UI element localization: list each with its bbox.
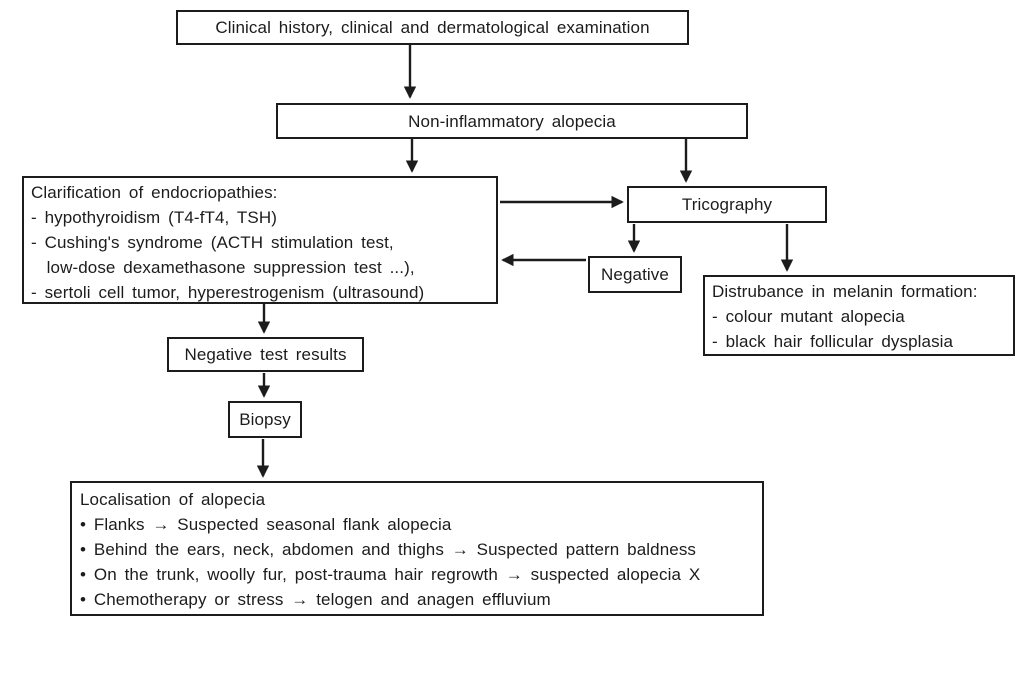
node-endocrinopathies-line: - Cushing's syndrome (ACTH stimulation t…	[31, 233, 394, 252]
node-clinical-history: Clinical history, clinical and dermatolo…	[176, 10, 689, 45]
node-endocrinopathies-line: low-dose dexamethasone suppression test …	[31, 258, 415, 277]
node-localisation-line: • Flanks → Suspected seasonal flank alop…	[80, 515, 452, 534]
node-tricography: Tricography	[627, 186, 827, 223]
node-endocrinopathies: Clarification of endocriopathies: - hypo…	[22, 176, 498, 304]
node-localisation-title: Localisation of alopecia	[80, 490, 266, 509]
node-clinical-history-label: Clinical history, clinical and dermatolo…	[215, 18, 650, 37]
node-non-inflammatory-alopecia: Non-inflammatory alopecia	[276, 103, 748, 139]
node-localisation-line: • Chemotherapy or stress → telogen and a…	[80, 590, 551, 609]
node-melanin-disturbance-line: - black hair follicular dysplasia	[712, 332, 954, 351]
node-endocrinopathies-line: - sertoli cell tumor, hyperestrogenism (…	[31, 283, 425, 302]
node-localisation-line: • On the trunk, woolly fur, post-trauma …	[80, 565, 701, 584]
node-localisation: Localisation of alopecia • Flanks → Susp…	[70, 481, 764, 616]
node-melanin-disturbance-line: - colour mutant alopecia	[712, 307, 905, 326]
node-melanin-disturbance-title: Distrubance in melanin formation:	[712, 282, 978, 301]
node-negative-test-results-label: Negative test results	[184, 345, 347, 364]
node-non-inflammatory-alopecia-label: Non-inflammatory alopecia	[408, 111, 616, 131]
node-melanin-disturbance: Distrubance in melanin formation: - colo…	[703, 275, 1015, 356]
node-negative: Negative	[588, 256, 682, 293]
node-localisation-line: • Behind the ears, neck, abdomen and thi…	[80, 540, 697, 559]
node-tricography-label: Tricography	[681, 195, 773, 214]
node-biopsy: Biopsy	[228, 401, 302, 438]
node-biopsy-label: Biopsy	[239, 410, 291, 429]
node-negative-test-results: Negative test results	[167, 337, 364, 372]
node-negative-label: Negative	[601, 265, 669, 284]
node-endocrinopathies-title: Clarification of endocriopathies:	[31, 183, 278, 202]
node-endocrinopathies-line: - hypothyroidism (T4-fT4, TSH)	[31, 208, 277, 227]
